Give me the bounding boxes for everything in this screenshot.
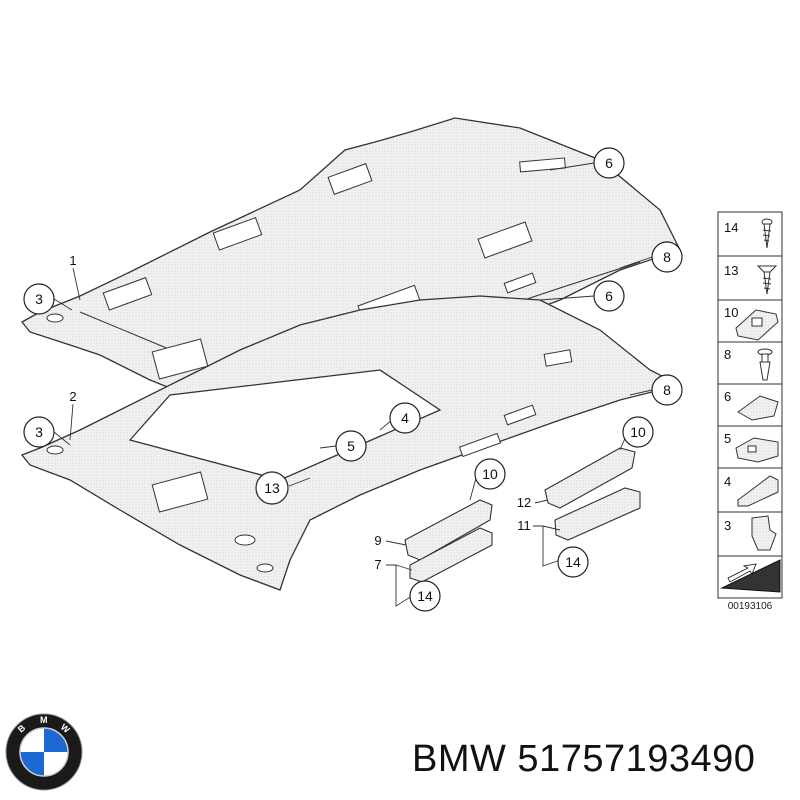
callout-8-lower: 8 (651, 374, 683, 406)
callout-5: 5 (335, 430, 367, 462)
svg-text:10: 10 (482, 466, 498, 482)
svg-text:3: 3 (724, 518, 731, 533)
callout-6-lower: 6 (593, 280, 625, 312)
svg-text:6: 6 (605, 155, 613, 171)
callout-11: 11 (517, 518, 531, 533)
svg-text:6: 6 (605, 288, 613, 304)
leader-lines (53, 162, 653, 607)
svg-text:14: 14 (417, 588, 433, 604)
grab-handles (404, 447, 641, 583)
callout-13: 13 (255, 471, 289, 505)
diagram-reference-code: 00193106 (728, 601, 773, 612)
holder-plate-icon (737, 395, 779, 421)
svg-text:8: 8 (724, 347, 731, 362)
push-rivet-icon (757, 348, 773, 381)
legend-item-10: 10 (724, 305, 779, 341)
callout-3-lower: 3 (23, 416, 55, 448)
svg-text:8: 8 (663, 382, 671, 398)
callout-12: 12 (517, 495, 531, 510)
svg-text:13: 13 (264, 480, 280, 496)
callout-8-upper: 8 (651, 241, 683, 273)
screw-icon (761, 218, 773, 249)
headliner-lower-details (46, 349, 573, 573)
callout-6-upper: 6 (593, 147, 625, 179)
bracket-clip-icon (735, 309, 779, 341)
callout-14-right: 14 (557, 546, 589, 578)
tapping-screw-icon (756, 265, 778, 295)
callout-10-right: 10 (622, 416, 654, 448)
svg-text:10: 10 (630, 424, 646, 440)
legend-item-4: 4 (724, 474, 779, 507)
adhesive-tape-icon (720, 559, 781, 593)
svg-text:4: 4 (401, 410, 409, 426)
svg-text:8: 8 (663, 249, 671, 265)
svg-text:10: 10 (724, 305, 738, 320)
legend-item-3: 3 (724, 515, 777, 551)
svg-text:5: 5 (347, 438, 355, 454)
legend-item-14: 14 (724, 218, 773, 249)
clip-holder-icon (735, 437, 779, 463)
callout-4: 4 (389, 402, 421, 434)
svg-text:3: 3 (35, 424, 43, 440)
svg-text:3: 3 (35, 291, 43, 307)
legend-item-13: 13 (724, 263, 778, 295)
retaining-clip-icon (751, 515, 777, 551)
part-number-caption: BMW 51757193490 (412, 738, 756, 780)
callout-3-upper: 3 (23, 283, 55, 315)
legend-item-6: 6 (724, 389, 779, 421)
svg-text:14: 14 (724, 220, 738, 235)
callout-7: 7 (374, 557, 381, 572)
bmw-logo: B M W (5, 713, 83, 791)
legend-item-5: 5 (724, 431, 779, 463)
callout-14-left: 14 (409, 580, 441, 612)
svg-text:6: 6 (724, 389, 731, 404)
svg-text:14: 14 (565, 554, 581, 570)
svg-text:13: 13 (724, 263, 738, 278)
callout-10-left: 10 (474, 458, 506, 490)
svg-text:5: 5 (724, 431, 731, 446)
mounting-strip-icon (737, 475, 779, 507)
callout-9: 9 (374, 533, 381, 548)
callout-1: 1 (69, 253, 76, 268)
logo-letter-b: B (16, 722, 28, 734)
legend-item-8: 8 (724, 347, 773, 381)
logo-letter-m: M (40, 715, 48, 725)
svg-text:4: 4 (724, 474, 731, 489)
callout-2: 2 (69, 389, 76, 404)
parts-legend: 14 13 10 8 (717, 211, 783, 599)
